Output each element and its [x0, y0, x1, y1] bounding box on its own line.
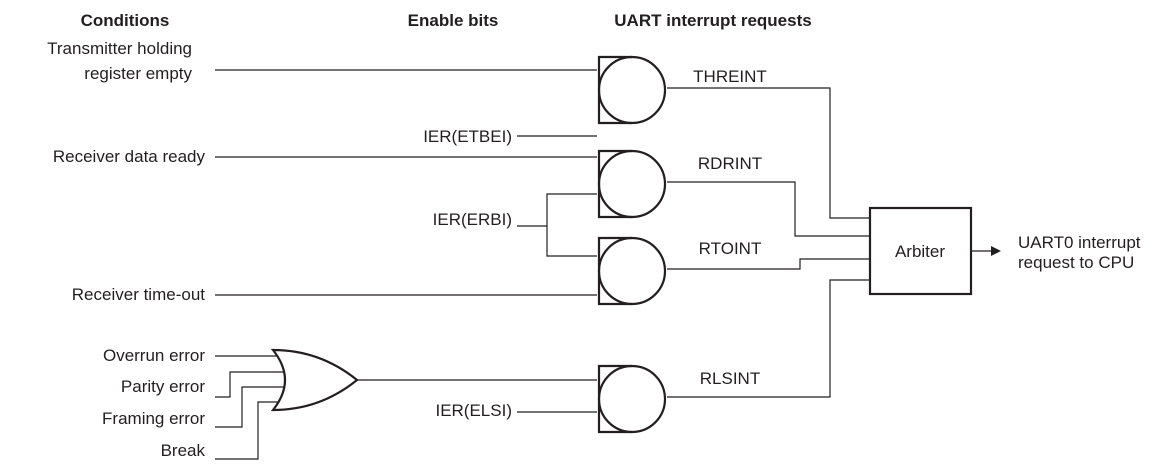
wires-or-inputs: [215, 355, 291, 460]
header-conditions: Conditions: [81, 11, 170, 30]
label-break: Break: [161, 441, 206, 460]
label-output-line1: UART0 interrupt: [1018, 233, 1141, 252]
label-register-empty: register empty: [84, 64, 192, 83]
header-interrupt-requests: UART interrupt requests: [614, 11, 811, 30]
label-ier-erbi: IER(ERBI): [433, 210, 512, 229]
and-gate-rlsint: [597, 364, 667, 434]
arbiter-box: [868, 206, 973, 296]
label-rtoint: RTOINT: [699, 239, 762, 258]
label-framing-error: Framing error: [102, 409, 205, 428]
and-gate-rdrint: [597, 149, 667, 219]
header-enable-bits: Enable bits: [408, 11, 499, 30]
label-overrun-error: Overrun error: [103, 346, 205, 365]
label-rlsint: RLSINT: [700, 369, 760, 388]
and-gate-threint: [597, 55, 667, 125]
label-ier-etbei: IER(ETBEI): [423, 127, 512, 146]
and-gate-rtoint: [597, 236, 667, 306]
label-threint: THREINT: [693, 67, 767, 86]
wires-requests: [667, 87, 992, 398]
label-receiver-data-ready: Receiver data ready: [53, 147, 206, 166]
label-parity-error: Parity error: [121, 377, 205, 396]
label-transmitter-holding: Transmitter holding: [47, 39, 192, 58]
label-ier-elsi: IER(ELSI): [435, 401, 512, 420]
output-arrow-icon: [991, 246, 1001, 256]
or-gate: [270, 348, 359, 412]
label-output-line2: request to CPU: [1018, 253, 1134, 272]
label-rdrint: RDRINT: [698, 154, 762, 173]
label-arbiter: Arbiter: [895, 242, 945, 261]
wires-inputs: [215, 69, 597, 413]
label-receiver-time-out: Receiver time-out: [72, 285, 205, 304]
